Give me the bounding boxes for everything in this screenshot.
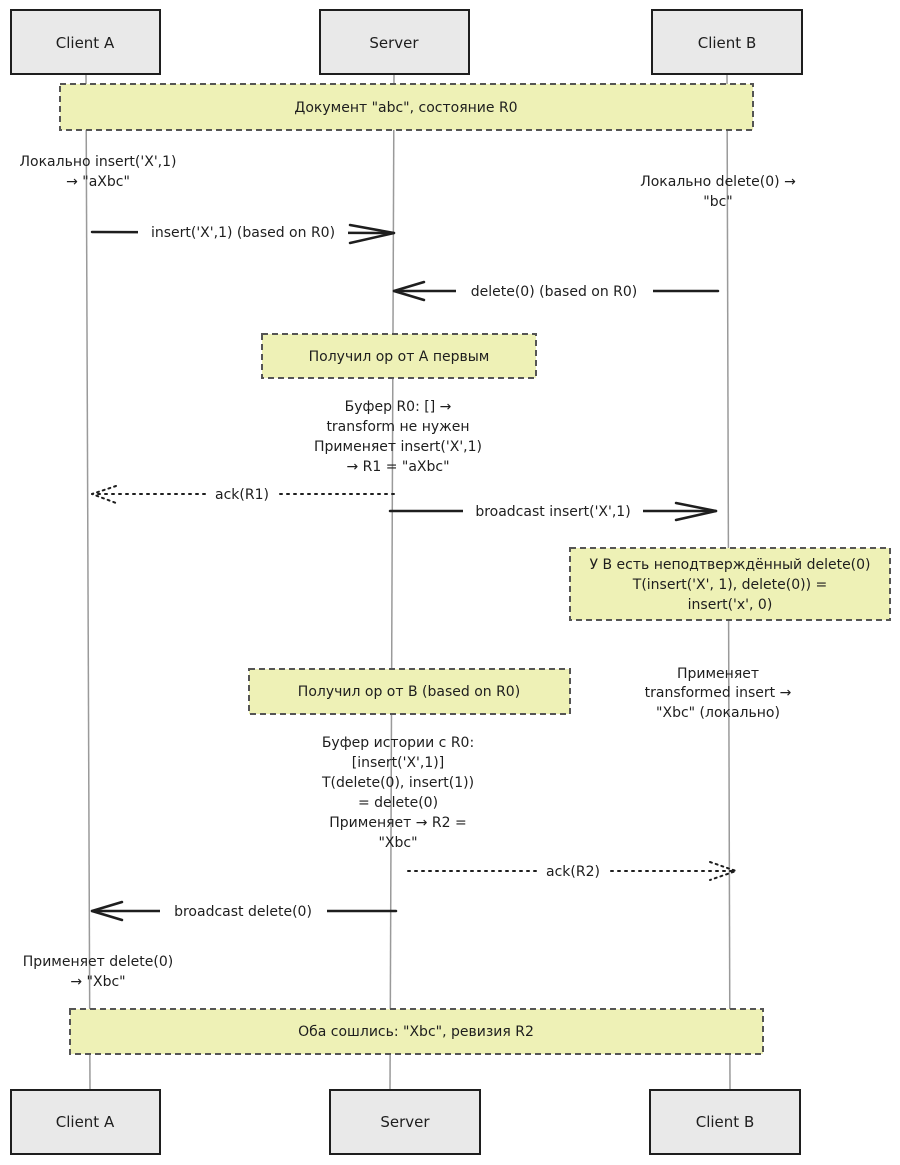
message-broadcast-insert: broadcast insert('X',1) bbox=[388, 499, 718, 523]
annotation-line: T(delete(0), insert(1)) bbox=[321, 775, 474, 791]
annotation-line: "bc" bbox=[703, 194, 732, 210]
annotation-line: Буфер R0: [] → bbox=[345, 399, 452, 415]
annotation-line: Локально delete(0) → bbox=[640, 174, 796, 190]
actor-client-a-bottom: Client A bbox=[10, 1089, 161, 1155]
text-server-history: Буфер истории с R0: [insert('X',1)] T(de… bbox=[321, 735, 474, 851]
annotation-line: Применяет → R2 = bbox=[329, 815, 466, 831]
lifeline-client-a bbox=[85, 73, 91, 1091]
annotation-line: "Xbc" (локально) bbox=[656, 705, 780, 721]
annotation-line: → "Xbc" bbox=[70, 974, 125, 990]
note-initial-state: Документ "abc", состояние R0 bbox=[59, 83, 754, 131]
message-label: ack(R1) bbox=[215, 487, 269, 503]
note-line: Получил op от B (based on R0) bbox=[298, 684, 520, 700]
message-insert: insert('X',1) (based on R0) bbox=[90, 220, 396, 245]
note-line: Получил op от A первым bbox=[309, 349, 490, 365]
message-label: delete(0) (based on R0) bbox=[471, 284, 638, 300]
actor-label: Client A bbox=[56, 34, 115, 52]
annotation-line: "Xbc" bbox=[378, 835, 417, 851]
annotation-line: → "aXbc" bbox=[66, 174, 130, 190]
arrow-right-icon bbox=[674, 501, 718, 522]
actor-client-b-top: Client B bbox=[651, 9, 803, 75]
annotation-line: Локально insert('X',1) bbox=[20, 154, 177, 170]
annotation-line: transform не нужен bbox=[326, 419, 469, 435]
note-server-got-b: Получил op от B (based on R0) bbox=[248, 668, 571, 715]
lifeline-server bbox=[389, 73, 395, 1091]
note-server-first: Получил op от A первым bbox=[261, 333, 537, 379]
arrow-right-icon bbox=[348, 223, 396, 245]
note-final: Оба сошлись: "Xbc", ревизия R2 bbox=[69, 1008, 764, 1055]
annotation-line: transformed insert → bbox=[645, 685, 792, 701]
note-line: Оба сошлись: "Xbc", ревизия R2 bbox=[298, 1024, 534, 1040]
text-b-local: Локально delete(0) → "bc" bbox=[640, 174, 796, 210]
note-line: У B есть неподтверждённый delete(0) bbox=[589, 557, 870, 573]
note-line: Документ "abc", состояние R0 bbox=[294, 100, 517, 116]
actor-label: Client A bbox=[56, 1113, 115, 1131]
message-broadcast-delete: broadcast delete(0) bbox=[90, 899, 398, 923]
text-a-local: Локально insert('X',1) → "aXbc" bbox=[20, 154, 177, 190]
arrow-left-icon bbox=[90, 900, 124, 922]
message-label: insert('X',1) (based on R0) bbox=[151, 225, 335, 241]
message-label: broadcast insert('X',1) bbox=[475, 504, 630, 520]
note-b-pending: У B есть неподтверждённый delete(0) T(in… bbox=[569, 547, 891, 621]
actor-client-a-top: Client A bbox=[10, 9, 161, 75]
annotation-line: Применяет delete(0) bbox=[23, 954, 173, 970]
arrow-left-icon bbox=[392, 280, 426, 302]
actor-server-top: Server bbox=[319, 9, 470, 75]
actor-server-bottom: Server bbox=[329, 1089, 481, 1155]
message-label: ack(R2) bbox=[546, 864, 600, 880]
annotation-line: [insert('X',1)] bbox=[352, 755, 444, 771]
note-line: insert('x', 0) bbox=[688, 597, 773, 613]
message-label: broadcast delete(0) bbox=[174, 904, 312, 920]
actor-label: Client B bbox=[696, 1113, 754, 1131]
annotation-line: Применяет bbox=[677, 666, 759, 682]
annotation-line: = delete(0) bbox=[358, 795, 438, 811]
text-a-apply: Применяет delete(0) → "Xbc" bbox=[23, 954, 173, 990]
actor-label: Client B bbox=[698, 34, 756, 52]
text-b-apply: Применяет transformed insert → "Xbc" (ло… bbox=[645, 666, 792, 721]
message-ack-r1: ack(R1) bbox=[91, 482, 395, 506]
message-delete: delete(0) (based on R0) bbox=[392, 279, 720, 303]
actor-client-b-bottom: Client B bbox=[649, 1089, 801, 1155]
annotation-line: Буфер истории с R0: bbox=[322, 735, 474, 751]
message-ack-r2: ack(R2) bbox=[407, 859, 737, 883]
arrow-left-icon bbox=[91, 485, 117, 504]
text-server-buffer: Буфер R0: [] → transform не нужен Примен… bbox=[314, 399, 482, 475]
annotation-line: → R1 = "aXbc" bbox=[346, 459, 449, 475]
note-line: T(insert('X', 1), delete(0)) = bbox=[632, 577, 827, 593]
annotation-line: Применяет insert('X',1) bbox=[314, 439, 482, 455]
actor-label: Server bbox=[380, 1113, 430, 1131]
actor-label: Server bbox=[369, 34, 419, 52]
